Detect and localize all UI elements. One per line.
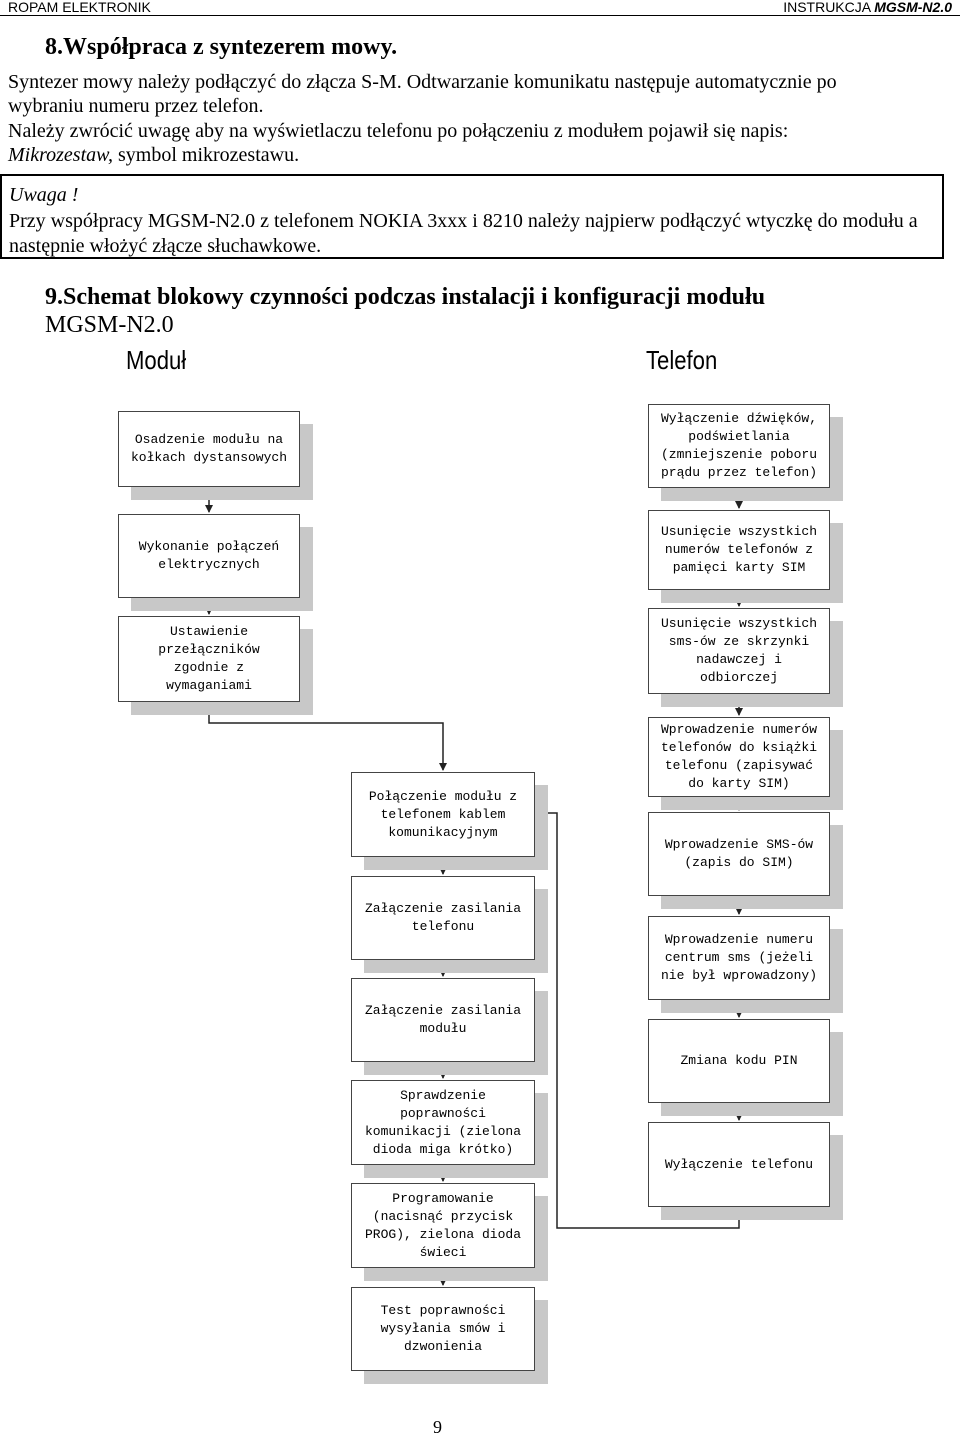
section9-title-line1: 9.Schemat blokowy czynności podczas inst… <box>45 284 766 310</box>
common-step-check-communication: Sprawdzenie poprawności komunikacji (zie… <box>351 1080 535 1165</box>
common-step-test: Test poprawności wysyłania smów i dzwoni… <box>351 1287 535 1371</box>
section8-paragraph2-rest: symbol mikrozestawu. <box>113 144 300 166</box>
page-number: 9 <box>433 1417 442 1437</box>
section8-paragraph1-line2: wybraniu numeru przez telefon. <box>8 95 264 117</box>
phone-step-delete-numbers: Usunięcie wszystkich numerów telefonów z… <box>648 510 830 590</box>
section8-paragraph2-line1: Należy zwrócić uwagę aby na wyświetlaczu… <box>8 120 789 142</box>
column-header-module: Moduł <box>126 345 187 375</box>
arrow-module-to-common <box>208 702 447 771</box>
phone-step-enter-numbers: Wprowadzenie numerów telefonów do książk… <box>648 717 830 797</box>
header-manual-prefix: INSTRUKCJA <box>783 0 875 15</box>
header-model: MGSM-N2.0 <box>874 0 952 15</box>
arrow-phone-to-common <box>536 809 740 1229</box>
phone-step-enter-sms: Wprowadzenie SMS-ów (zapis do SIM) <box>648 812 830 896</box>
phone-step-delete-sms: Usunięcie wszystkich sms-ów ze skrzynki … <box>648 608 830 694</box>
common-step-programming: Programowanie (nacisnąć przycisk PROG), … <box>351 1183 535 1268</box>
common-step-power-phone: Załączenie zasilania telefonu <box>351 876 535 960</box>
header-manual-title: INSTRUKCJA MGSM-N2.0 <box>783 0 952 14</box>
section8-paragraph2-line2: Mikrozestaw, symbol mikrozestawu. <box>8 143 956 168</box>
section8-paragraph1-line1: Syntezer mowy należy podłączyć do złącza… <box>8 71 837 93</box>
common-step-connect-cable: Połączenie modułu z telefonem kablem kom… <box>351 772 535 857</box>
section9-title-line2: MGSM-N2.0 <box>45 312 174 338</box>
warning-box: Uwaga ! Przy współpracy MGSM-N2.0 z tele… <box>0 174 944 259</box>
header-rule <box>0 15 960 16</box>
section8-title: 8.Współpraca z syntezerem mowy. <box>45 34 398 60</box>
module-step-mount-standoffs: Osadzenie modułu na kołkach dystansowych <box>118 411 300 487</box>
phone-step-change-pin: Zmiana kodu PIN <box>648 1019 830 1103</box>
mikrozestaw-term: Mikrozestaw, <box>8 144 113 166</box>
phone-step-power-off: Wyłączenie telefonu <box>648 1122 830 1207</box>
phone-step-disable-sounds: Wyłączenie dźwięków, podświetlania (zmni… <box>648 404 830 488</box>
module-step-set-switches: Ustawienie przełączników zgodnie z wymag… <box>118 616 300 702</box>
warning-title: Uwaga ! <box>9 184 79 206</box>
module-step-electrical-connections: Wykonanie połączeń elektrycznych <box>118 514 300 598</box>
header-company: ROPAM ELEKTRONIK <box>8 0 151 15</box>
phone-step-sms-center: Wprowadzenie numeru centrum sms (jeżeli … <box>648 916 830 1000</box>
column-header-phone: Telefon <box>646 345 718 375</box>
warning-text: Przy współpracy MGSM-N2.0 z telefonem NO… <box>9 210 918 257</box>
common-step-power-module: Załączenie zasilania modułu <box>351 978 535 1062</box>
